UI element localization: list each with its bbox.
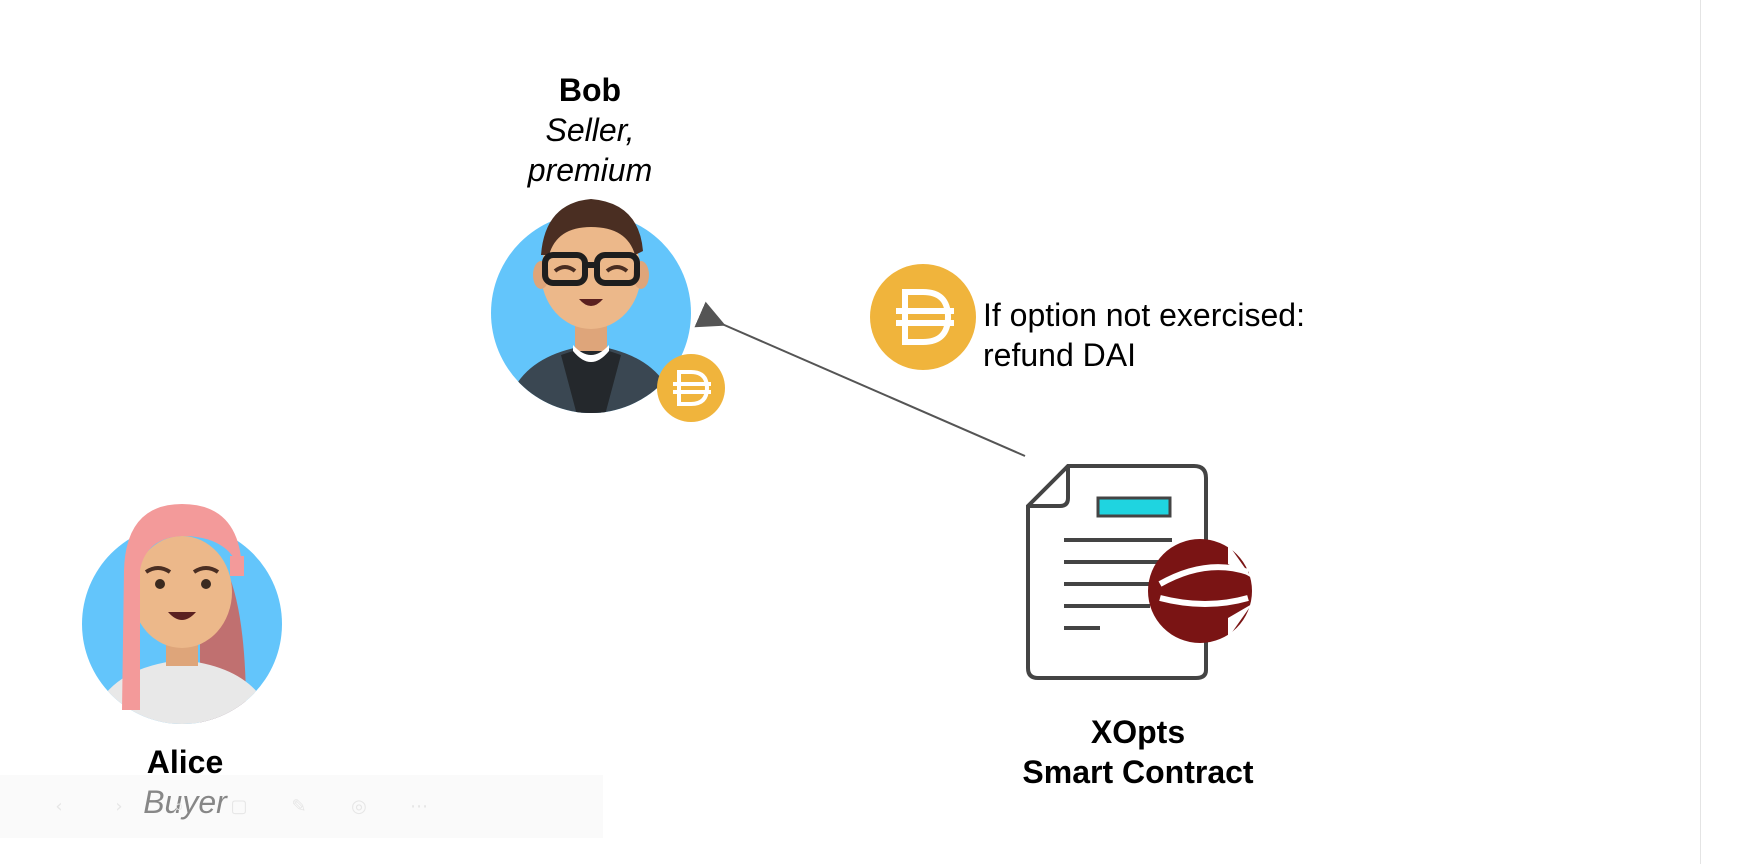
more-icon[interactable]: ⋯: [410, 795, 428, 817]
pen-icon[interactable]: ✎: [291, 795, 307, 817]
contract-label: XOpts Smart Contract: [958, 712, 1318, 792]
male-avatar-icon: [491, 199, 691, 413]
bob-name: Bob: [558, 72, 622, 108]
refund-arrow: [694, 301, 1026, 457]
presentation-toolbar[interactable]: ‹ › ⌕ ▢ ✎ ◎ ⋯: [0, 775, 603, 838]
pages-icon[interactable]: ▢: [230, 795, 248, 817]
alice-name: Alice: [146, 744, 224, 780]
bob-role-line1: Seller,: [545, 112, 635, 148]
refund-line2: refund DAI: [983, 337, 1136, 373]
bob-label: Bob Seller, premium: [490, 70, 690, 190]
refund-annotation: If option not exercised: refund DAI: [983, 295, 1305, 375]
contract-line1: XOpts: [1090, 714, 1186, 750]
bob-role-line2: premium: [527, 152, 653, 188]
dai-coin-icon: [870, 264, 976, 370]
dai-coin-icon: [657, 354, 725, 422]
contract-line2: Smart Contract: [1022, 754, 1254, 790]
zoom-icon[interactable]: ⌕: [173, 795, 185, 817]
refund-line1: If option not exercised:: [983, 297, 1305, 333]
female-avatar-icon: [82, 504, 282, 724]
diagram-canvas: Bob Seller, premium: [0, 70, 1318, 838]
smart-contract-document-icon: [1026, 464, 1252, 680]
next-icon[interactable]: ›: [115, 795, 123, 817]
scrollbar-gutter: [1700, 0, 1741, 864]
pointer-icon[interactable]: ◎: [351, 795, 367, 817]
prev-icon[interactable]: ‹: [55, 795, 63, 817]
